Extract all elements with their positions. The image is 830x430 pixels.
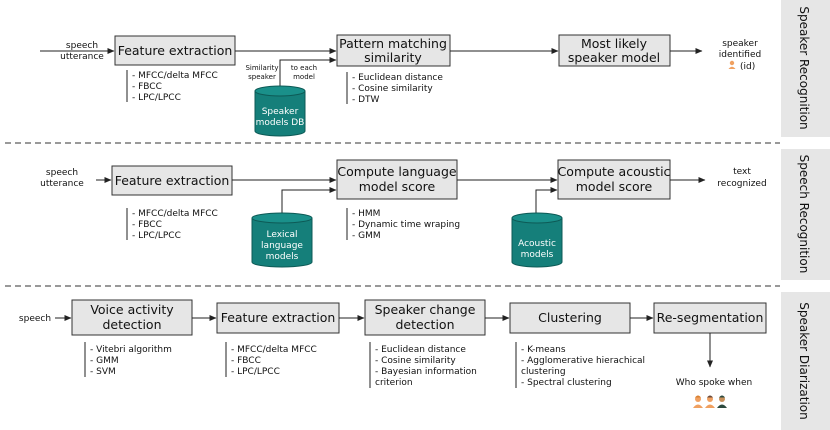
sd-speaker-change-box xyxy=(364,299,486,336)
person-icon-2 xyxy=(705,395,715,408)
sd-change-note-2: - Cosine similarity xyxy=(375,356,456,366)
sd-feature-note-2: - FBCC xyxy=(231,356,261,366)
sd-change-note-1: - Euclidean distance xyxy=(375,345,466,355)
sr-pattern-label-2: similarity xyxy=(364,50,422,65)
sd-change-label-1: Speaker change xyxy=(375,302,476,317)
asr-acoustic-label-1: Compute acoustic xyxy=(558,164,671,179)
sr-feature-note-1: - MFCC/delta MFCC xyxy=(132,71,218,81)
speech-recognition-label: Speech Recognition xyxy=(797,155,811,274)
asr-input-line1: speech xyxy=(46,168,78,178)
asr-input-line2: utterance xyxy=(40,179,84,189)
sd-clustering-note-3: clustering xyxy=(521,367,566,377)
sd-clustering-note-4: - Spectral clustering xyxy=(521,378,612,388)
sd-resegmentation-box xyxy=(653,302,767,334)
side-panel-speaker-diarization xyxy=(781,292,830,430)
who-spoke-people-icons xyxy=(693,395,727,408)
sd-clustering-label: Clustering xyxy=(538,310,602,325)
asr-language-note-1: - HMM xyxy=(352,209,380,219)
asr-feature-note-3: - LPC/LPCC xyxy=(132,231,181,241)
sd-output-label: Who spoke when xyxy=(676,378,752,388)
speech-recognition-section: speech utterance Feature extraction - MF… xyxy=(40,159,767,268)
lexical-language-models-db: Lexical language models xyxy=(251,212,313,268)
asr-acoustic-model-box xyxy=(557,159,671,200)
sd-change-note-3: - Bayesian information xyxy=(375,367,477,377)
sr-pattern-note-2: - Cosine similarity xyxy=(352,84,433,94)
sr-pattern-label-1: Pattern matching xyxy=(339,36,447,51)
sr-feature-extraction-box xyxy=(114,35,236,66)
sd-feature-extraction-box xyxy=(216,302,340,334)
side-panel-speaker-recognition xyxy=(781,0,830,137)
asr-output-line2: recognized xyxy=(717,179,766,189)
asr-output-line1: text xyxy=(733,167,751,177)
sr-db-label-2: models DB xyxy=(256,118,305,128)
asr-lexical-label-2: language xyxy=(261,241,303,251)
sr-pattern-note-3: - DTW xyxy=(352,95,380,105)
sd-input-label: speech xyxy=(19,314,51,324)
asr-feature-note-2: - FBCC xyxy=(132,220,162,230)
asr-feature-extraction-box xyxy=(111,165,233,196)
sr-likely-label-1: Most likely xyxy=(581,36,648,51)
sd-clustering-note-2: - Agglomerative hierachical xyxy=(521,356,645,366)
speaker-diarization-section: speech Voice activity detection - Vitebr… xyxy=(19,299,767,408)
sd-clustering-note-1: - K-means xyxy=(521,345,566,355)
person-icon-1 xyxy=(693,395,703,408)
sd-vad-note-2: - GMM xyxy=(90,356,119,366)
sr-similarity-label-1: Similarity xyxy=(245,64,278,72)
asr-acoustic-db-label-1: Acoustic xyxy=(518,239,556,249)
sr-db-to-pattern-arrow xyxy=(279,57,337,90)
sr-output-line1: speaker xyxy=(722,39,758,49)
asr-language-label-1: Compute language xyxy=(337,164,456,179)
sd-vad-note-3: - SVM xyxy=(90,367,116,377)
asr-language-label-2: model score xyxy=(359,179,436,194)
sd-feature-note-3: - LPC/LPCC xyxy=(231,367,280,377)
asr-language-note-3: - GMM xyxy=(352,231,381,241)
asr-lexical-label-1: Lexical xyxy=(266,230,297,240)
sd-vad-note-1: - Vitebri algorithm xyxy=(90,345,172,355)
asr-feature-extraction-label: Feature extraction xyxy=(115,173,230,188)
sr-output-line3: (id) xyxy=(740,62,755,72)
asr-acoustic-label-2: model score xyxy=(576,179,653,194)
speaker-diarization-label: Speaker Diarization xyxy=(797,302,811,419)
sr-output-line2: identified xyxy=(719,50,761,60)
speaker-recognition-section: speech utterance Feature extraction - MF… xyxy=(40,34,761,137)
sr-similarity-label-2: speaker xyxy=(248,73,276,81)
sr-db-label-1: Speaker xyxy=(262,107,299,117)
asr-feature-note-1: - MFCC/delta MFCC xyxy=(132,209,218,219)
asr-language-note-2: - Dynamic time wraping xyxy=(352,220,460,230)
sr-input-line1: speech xyxy=(66,41,98,51)
sd-vad-label-2: detection xyxy=(102,317,161,332)
sr-input-line2: utterance xyxy=(60,52,104,62)
sd-change-label-2: detection xyxy=(395,317,454,332)
sd-feature-note-1: - MFCC/delta MFCC xyxy=(231,345,317,355)
asr-acoustic-db-label-2: models xyxy=(521,250,554,260)
sd-feature-extraction-label: Feature extraction xyxy=(221,310,336,325)
sr-feature-note-2: - FBCC xyxy=(132,82,162,92)
sd-vad-box xyxy=(71,299,193,336)
side-panel-speech-recognition xyxy=(781,149,830,280)
speaker-recognition-label: Speaker Recognition xyxy=(797,6,811,129)
sr-each-model-label-2: model xyxy=(293,73,315,81)
speaker-person-icon xyxy=(728,60,736,69)
speaker-models-db: Speaker models DB xyxy=(254,85,306,137)
sr-each-model-label-1: to each xyxy=(291,64,317,72)
sd-vad-label-1: Voice activity xyxy=(90,302,174,317)
sr-most-likely-box xyxy=(558,34,671,67)
sd-change-note-4: criterion xyxy=(375,378,413,388)
sd-clustering-box xyxy=(509,302,631,334)
sd-reseg-label: Re-segmentation xyxy=(657,310,764,325)
sr-feature-note-3: - LPC/LPCC xyxy=(132,93,181,103)
acoustic-models-db: Acoustic models xyxy=(511,212,563,268)
asr-lexical-to-language-arrow xyxy=(281,187,337,217)
sr-pattern-note-1: - Euclidean distance xyxy=(352,73,443,83)
sr-feature-extraction-label: Feature extraction xyxy=(118,43,233,58)
person-icon-3 xyxy=(717,395,727,408)
asr-language-model-box xyxy=(336,159,458,200)
sr-likely-label-2: speaker model xyxy=(568,50,660,65)
asr-acoustic-db-to-acoustic-arrow xyxy=(535,187,558,217)
asr-lexical-label-3: models xyxy=(266,252,299,262)
